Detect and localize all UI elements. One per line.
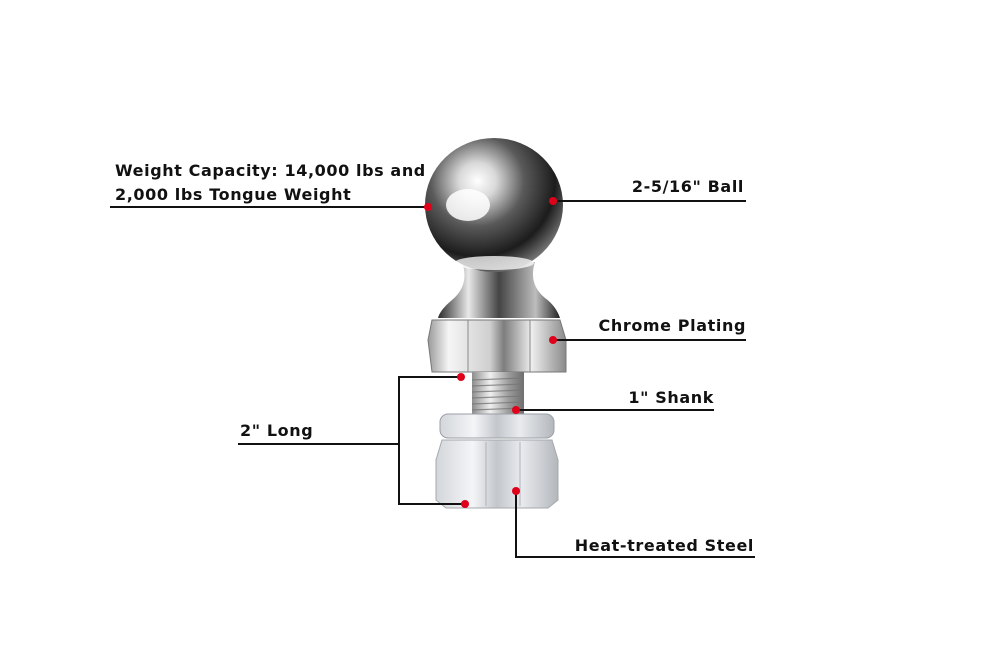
marker-ball [549,197,557,205]
hitch-ball [425,138,567,509]
callout-weight-line-1: Weight Capacity: 14,000 lbs and [115,161,426,180]
callout-shank: 1" Shank [628,388,714,407]
leader-long-bracket [398,376,465,505]
ball-highlight [446,189,490,221]
lock-washer [439,413,555,439]
ball-neck [438,262,560,318]
callout-weight-line-2: 2,000 lbs Tongue Weight [115,185,352,204]
callout-chrome-plating: Chrome Plating [598,316,746,335]
callout-steel: Heat-treated Steel [574,536,754,555]
point-markers [424,197,557,508]
hex-nut [435,439,559,509]
marker-weight [424,203,432,211]
leader-steel [515,491,755,558]
leader-lines [110,200,755,558]
marker-long-bottom [461,500,469,508]
callout-ball-size: 2-5/16" Ball [631,177,744,196]
marker-long-top [457,373,465,381]
marker-shank [512,406,520,414]
marker-steel [512,487,520,495]
callout-length: 2" Long [240,421,314,440]
marker-chrome [549,336,557,344]
callout-weight-capacity: Weight Capacity: 14,000 lbs and 2,000 lb… [115,159,426,207]
hex-collar [427,319,567,373]
ball-sphere [425,138,563,272]
